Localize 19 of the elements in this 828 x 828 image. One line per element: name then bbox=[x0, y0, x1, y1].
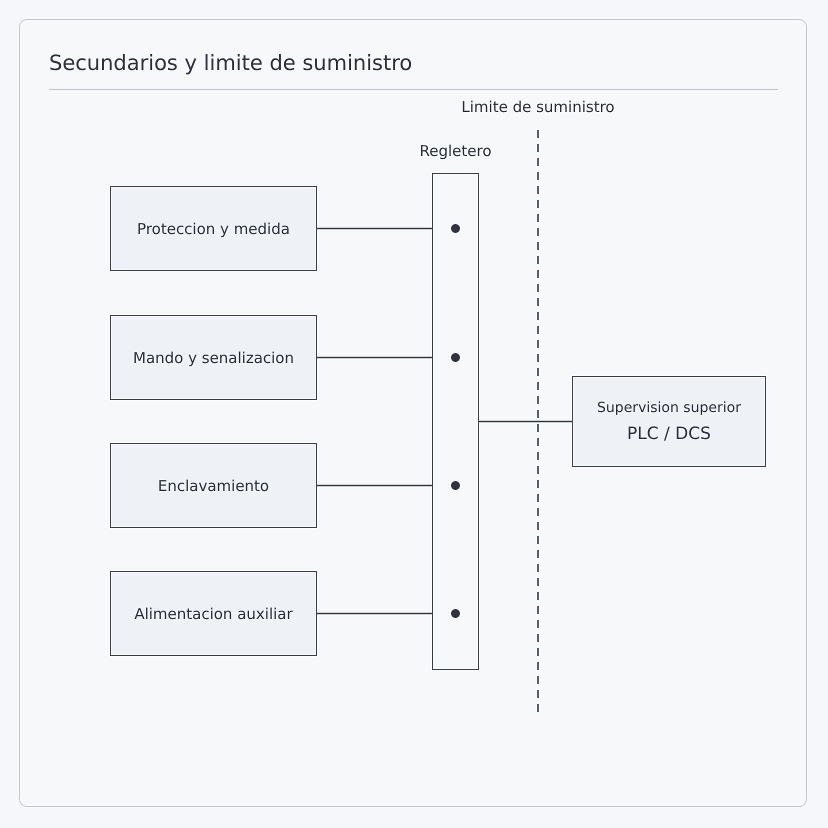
strip-heading: Regletero bbox=[419, 142, 492, 160]
box-label: Mando y senalizacion bbox=[133, 348, 294, 366]
box-label: Alimentacion auxiliar bbox=[134, 604, 293, 622]
terminal-group-box bbox=[110, 315, 317, 400]
box-sublabel: PLC / DCS bbox=[627, 424, 711, 444]
box-label: Supervision superior bbox=[597, 400, 741, 416]
terminal-group-box bbox=[110, 443, 317, 528]
connector-line bbox=[317, 228, 432, 230]
connector-line bbox=[479, 420, 572, 422]
boundary-label: Limite de suministro bbox=[461, 98, 615, 116]
box-label: Enclavamiento bbox=[158, 476, 270, 494]
terminal-group-box bbox=[110, 186, 317, 271]
terminal-group-box bbox=[110, 571, 317, 656]
connector-line bbox=[317, 356, 432, 358]
diagram-title: Secundarios y limite de suministro bbox=[49, 51, 412, 75]
connector-line bbox=[317, 484, 432, 486]
box-label: Proteccion y medida bbox=[137, 220, 290, 238]
system-box bbox=[572, 376, 766, 467]
connector-line bbox=[317, 612, 432, 614]
